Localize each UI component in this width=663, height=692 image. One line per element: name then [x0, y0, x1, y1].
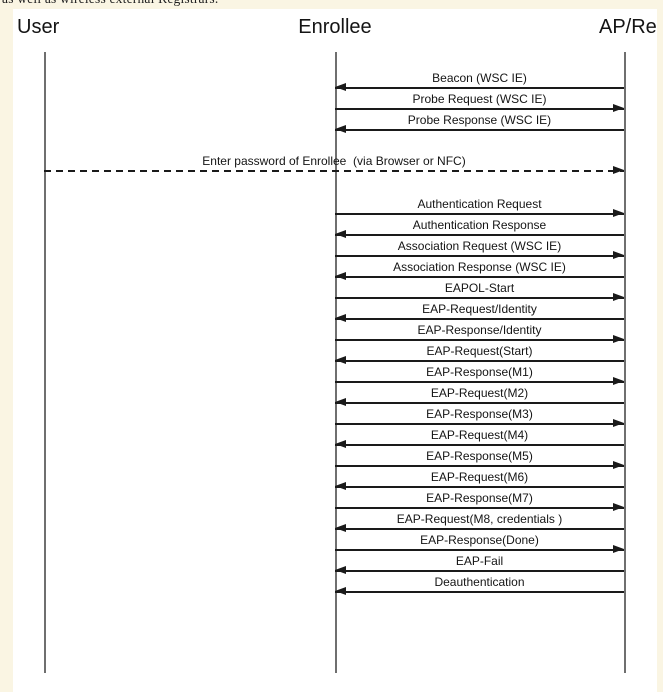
message-line [335, 339, 624, 341]
message-label: Authentication Response [412, 218, 547, 232]
actor-label-user: User [17, 16, 60, 38]
message-label: Authentication Request [417, 197, 542, 211]
arrow-right-icon [613, 419, 624, 428]
arrow-right-icon [613, 377, 624, 386]
arrow-left-icon [335, 440, 346, 449]
message-line [335, 465, 624, 467]
message-line [335, 444, 624, 446]
message-label: Enter password of Enrollee (via Browser … [202, 154, 466, 168]
message-line [335, 234, 624, 236]
arrow-right-icon [613, 503, 624, 512]
wps-sequence-diagram-figure: User Enrollee AP/Registrar Beacon (WSC I… [13, 9, 657, 692]
arrow-left-icon [335, 314, 346, 323]
message-line [335, 570, 624, 572]
actor-label-ap-registrar: AP/Registrar [599, 16, 657, 38]
message-line [335, 528, 624, 530]
message-line [335, 423, 624, 425]
message-line [335, 360, 624, 362]
message-label: Deauthentication [434, 575, 525, 589]
arrow-left-icon [335, 587, 346, 596]
lifeline-user [44, 52, 46, 673]
arrow-left-icon [335, 524, 346, 533]
message-line [335, 507, 624, 509]
arrow-right-icon [613, 545, 624, 554]
message-label: EAP-Request(M8, credentials ) [396, 512, 563, 526]
clipped-paragraph-text: as well as wireless external Registrars. [2, 0, 218, 7]
message-line [335, 108, 624, 110]
arrow-right-icon [613, 251, 624, 260]
message-line [335, 381, 624, 383]
message-line [335, 255, 624, 257]
arrow-right-icon [613, 335, 624, 344]
message-line [335, 276, 624, 278]
message-line [335, 486, 624, 488]
arrow-left-icon [335, 272, 346, 281]
message-label: EAP-Request/Identity [422, 302, 537, 316]
message-label: Probe Response (WSC IE) [407, 113, 552, 127]
arrow-left-icon [335, 398, 346, 407]
message-line [335, 549, 624, 551]
message-label: EAP-Response(M3) [426, 407, 533, 421]
message-label: EAP-Response(M5) [426, 449, 533, 463]
arrow-right-icon [613, 461, 624, 470]
message-label: EAP-Response(M7) [426, 491, 533, 505]
arrow-left-icon [335, 230, 346, 239]
message-label: Probe Request (WSC IE) [412, 92, 547, 106]
message-line [335, 402, 624, 404]
message-label: Beacon (WSC IE) [432, 71, 527, 85]
arrow-right-icon [613, 209, 624, 218]
message-label: EAP-Response/Identity [417, 323, 542, 337]
message-line [335, 87, 624, 89]
message-line [335, 318, 624, 320]
message-line [335, 297, 624, 299]
arrow-left-icon [335, 125, 346, 134]
message-label: EAP-Response(M1) [426, 365, 533, 379]
arrow-left-icon [335, 482, 346, 491]
arrow-left-icon [335, 356, 346, 365]
message-label: EAP-Request(M4) [430, 428, 529, 442]
arrow-right-icon [613, 104, 624, 113]
actor-label-enrollee: Enrollee [298, 16, 372, 38]
message-line [335, 591, 624, 593]
arrow-right-icon [613, 166, 624, 175]
message-label: EAP-Request(M6) [430, 470, 529, 484]
arrow-right-icon [613, 293, 624, 302]
message-label: EAP-Request(Start) [426, 344, 533, 358]
arrow-left-icon [335, 83, 346, 92]
lifeline-ap-registrar [624, 52, 626, 673]
message-line [335, 129, 624, 131]
arrow-left-icon [335, 566, 346, 575]
message-label: EAP-Request(M2) [430, 386, 529, 400]
message-label: EAPOL-Start [444, 281, 515, 295]
dashed-message-line [44, 170, 624, 172]
message-line [335, 213, 624, 215]
message-label: EAP-Response(Done) [420, 533, 539, 547]
message-label: EAP-Fail [455, 554, 504, 568]
message-label: Association Response (WSC IE) [393, 260, 566, 274]
message-label: Association Request (WSC IE) [397, 239, 562, 253]
